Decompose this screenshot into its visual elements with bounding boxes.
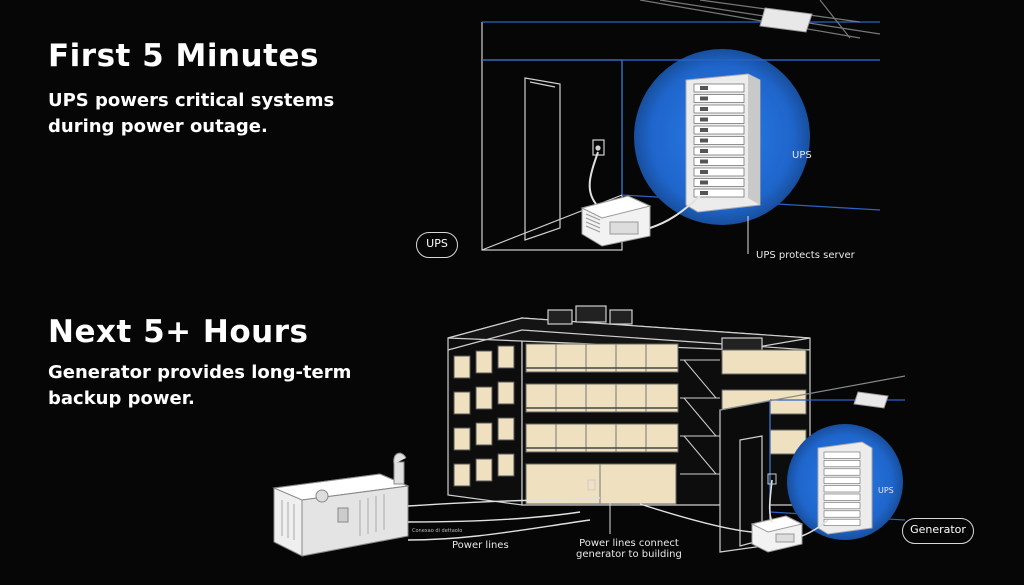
- rack-unit: [693, 157, 745, 166]
- window: [475, 422, 493, 446]
- rack-unit: [693, 167, 745, 177]
- window: [453, 463, 471, 487]
- rack-unit: [693, 104, 745, 114]
- rack-unit: [823, 485, 861, 493]
- ceiling-light-bottom: [853, 391, 889, 409]
- ups-unit-top: [580, 195, 652, 247]
- rack-unit: [823, 510, 861, 518]
- rack-unit: [823, 476, 861, 484]
- rack-unit: [693, 125, 745, 135]
- ups-unit-bottom: [750, 515, 804, 553]
- window: [475, 458, 493, 482]
- rack-unit-led: [700, 86, 708, 90]
- window: [497, 453, 515, 477]
- ceiling-light-top: [759, 7, 813, 33]
- rack-unit-led: [700, 159, 708, 164]
- rack-unit-led: [700, 180, 708, 185]
- section-body-first: UPS powers critical systems during power…: [48, 90, 335, 137]
- rack-unit: [823, 468, 861, 476]
- rack-unit-led: [700, 170, 708, 174]
- ups-callout-label: UPS protects server: [756, 250, 855, 261]
- section-heading-next: Next 5+ Hours: [48, 314, 309, 350]
- window: [497, 417, 515, 441]
- rack-unit-led: [700, 107, 708, 111]
- window: [453, 391, 471, 415]
- section-heading-first: First 5 Minutes: [48, 38, 319, 74]
- rack-unit: [693, 115, 745, 124]
- fire-escape: [680, 359, 720, 475]
- rack-unit: [693, 83, 745, 93]
- connect-label-line2: generator to building: [576, 549, 682, 560]
- rack-unit: [823, 460, 861, 468]
- ups-glow-label-bottom: UPS: [878, 486, 894, 495]
- rack-unit: [693, 178, 745, 187]
- rack-unit: [693, 94, 745, 103]
- window: [453, 355, 471, 379]
- server-rack-bottom: [817, 441, 873, 535]
- rack-unit-led: [700, 191, 708, 195]
- connect-label-line1: Power lines connect: [579, 538, 679, 549]
- rack-unit-led: [700, 149, 708, 153]
- lobby-window: [525, 463, 677, 505]
- window: [453, 427, 471, 451]
- rack-unit: [693, 146, 745, 156]
- ups-pill-label: UPS: [416, 232, 458, 258]
- tiny-connection-label: Conexao di dettaolo: [412, 528, 463, 534]
- rack-unit: [823, 451, 861, 459]
- rack-unit: [823, 518, 861, 526]
- server-rack-top: [685, 73, 761, 213]
- rack-unit: [823, 502, 861, 510]
- power-lines-label: Power lines: [452, 540, 509, 551]
- rack-unit-led: [700, 117, 708, 122]
- window: [497, 345, 515, 369]
- power-lines-connect-label: Power lines connect generator to buildin…: [576, 538, 682, 560]
- rack-unit: [693, 188, 745, 198]
- rack-unit: [693, 136, 745, 145]
- window: [475, 386, 493, 410]
- window: [475, 350, 493, 374]
- generator-unit: [272, 452, 410, 557]
- rack-unit-led: [700, 128, 708, 132]
- rack-unit: [823, 493, 861, 501]
- rack-unit-led: [700, 96, 708, 101]
- section-body-next: Generator provides long-term backup powe…: [48, 362, 352, 409]
- rack-unit-led: [700, 138, 708, 143]
- window: [497, 381, 515, 405]
- building-windows-left: [453, 345, 515, 487]
- window-band: [721, 349, 807, 375]
- ups-glow-label-top: UPS: [792, 150, 812, 161]
- generator-pill-label: Generator: [902, 518, 974, 544]
